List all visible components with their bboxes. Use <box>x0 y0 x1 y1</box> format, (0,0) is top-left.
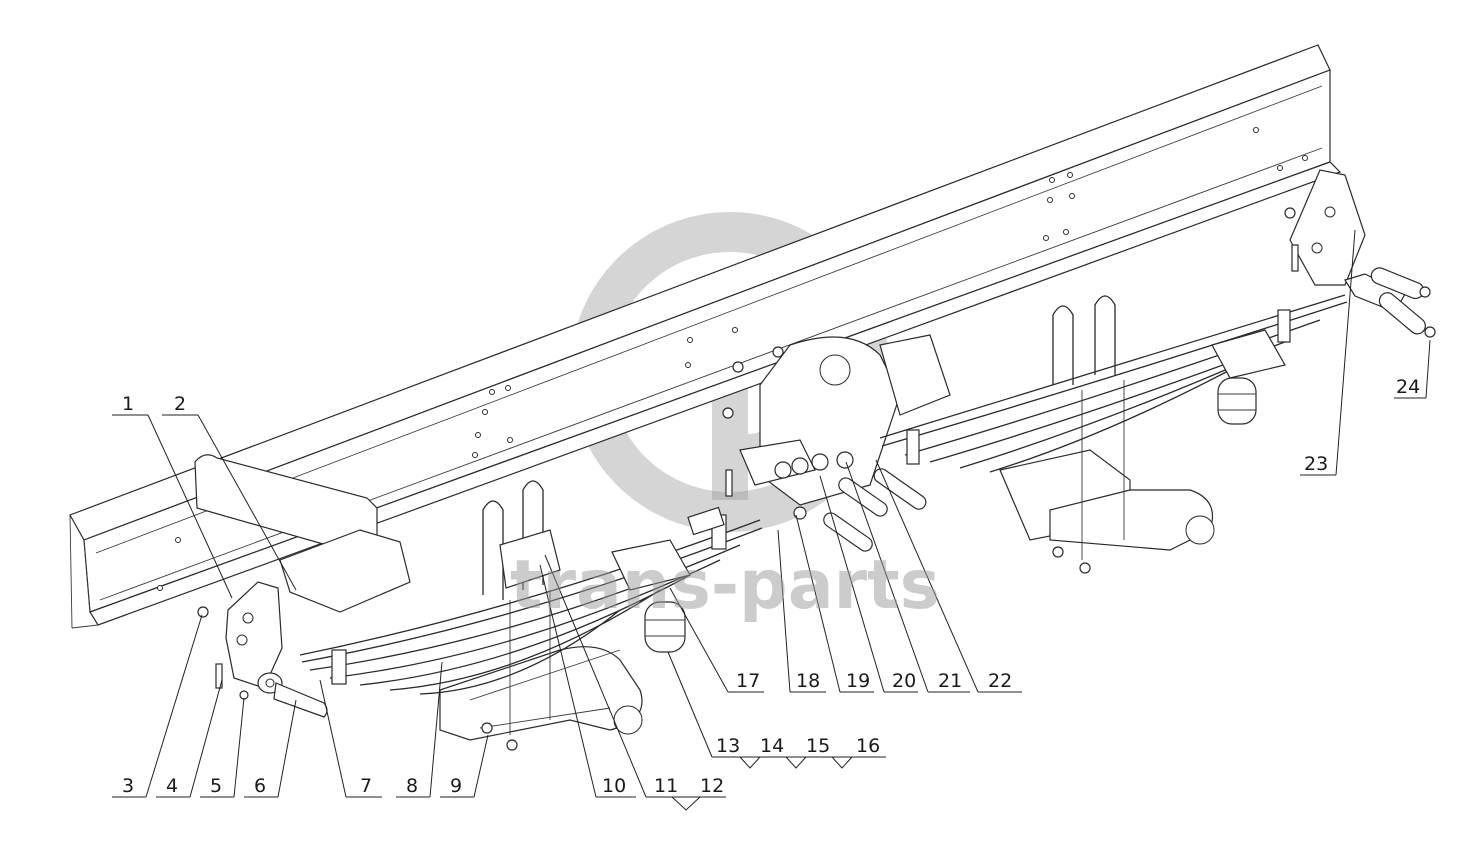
callout-labels: 1 2 3 4 5 6 7 8 9 10 11 12 13 14 15 16 1… <box>122 376 1420 797</box>
callout-14: 14 <box>760 735 784 757</box>
callout-7: 7 <box>360 775 372 797</box>
callout-21: 21 <box>938 670 962 692</box>
callout-1: 1 <box>122 393 134 415</box>
rear-u-bolts <box>1052 295 1125 574</box>
callout-15: 15 <box>806 735 830 757</box>
callout-10: 10 <box>602 775 626 797</box>
callout-5: 5 <box>210 775 222 797</box>
rear-hanger-bracket <box>1284 169 1436 338</box>
callout-13: 13 <box>716 735 740 757</box>
callout-4: 4 <box>166 775 178 797</box>
rear-axle-beam <box>879 334 1215 551</box>
center-shackle-assembly <box>722 336 927 552</box>
callout-24: 24 <box>1396 376 1420 398</box>
callout-9: 9 <box>450 775 462 797</box>
callout-leaders <box>112 229 1431 811</box>
callout-11: 11 <box>654 775 678 797</box>
rear-bump-stop <box>1211 329 1286 425</box>
front-axle-beam <box>194 454 643 741</box>
front-hanger-bracket <box>197 581 328 718</box>
callout-6: 6 <box>254 775 266 797</box>
callout-16: 16 <box>856 735 880 757</box>
callout-19: 19 <box>846 670 870 692</box>
callout-2: 2 <box>174 393 186 415</box>
watermark-text: trans-parts <box>510 546 940 625</box>
callout-22: 22 <box>988 670 1012 692</box>
frame-rail <box>69 44 1342 629</box>
rear-leaf-spring <box>879 294 1348 473</box>
front-bump-stop <box>611 506 725 653</box>
callout-17: 17 <box>736 670 760 692</box>
callout-3: 3 <box>122 775 134 797</box>
callout-23: 23 <box>1304 453 1328 475</box>
callout-20: 20 <box>892 670 916 692</box>
callout-18: 18 <box>796 670 820 692</box>
front-u-bolts <box>481 480 561 751</box>
callout-8: 8 <box>406 775 418 797</box>
callout-12: 12 <box>700 775 724 797</box>
